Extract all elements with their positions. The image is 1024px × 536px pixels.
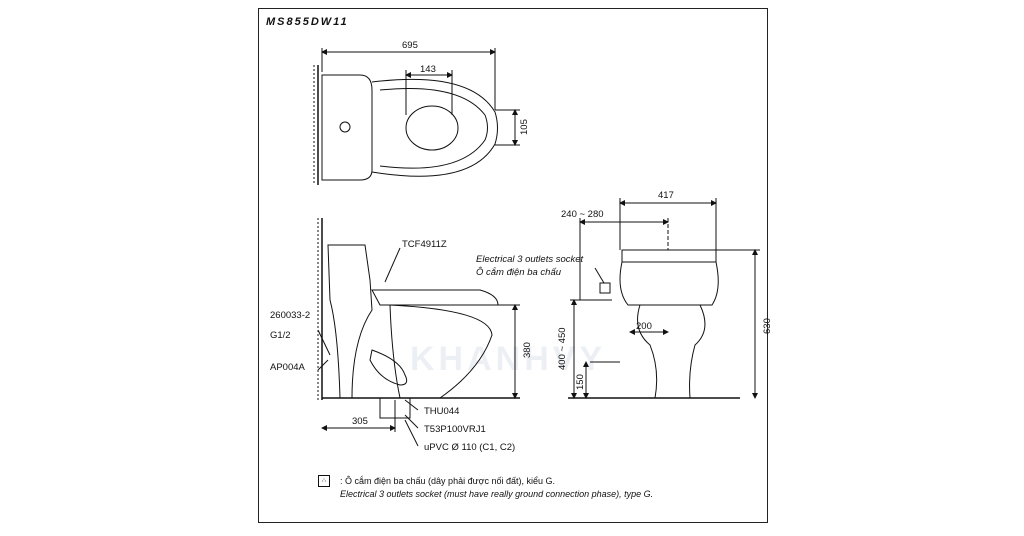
dim-offset: 105 [519, 119, 530, 135]
model-number: MS855DW11 [266, 16, 349, 28]
dim-height: 380 [522, 342, 533, 358]
socket-label-vi: Ô cắm điện ba chấu [476, 267, 562, 278]
front-view [568, 198, 760, 399]
footnote-vi: : Ô cắm điện ba chấu (dây phải được nối … [340, 476, 556, 486]
dim-socket-height: 400 ~ 450 [557, 327, 568, 370]
drawing-frame [258, 8, 768, 523]
watermark: KHANHVY [410, 340, 607, 378]
top-view [313, 48, 520, 185]
dim-socket-offset: 240 ~ 280 [561, 209, 604, 220]
socket-symbol-icon: ∴ [318, 475, 330, 487]
thread-label: G1/2 [270, 330, 291, 341]
side-view [317, 218, 520, 447]
footnote: : Ô cắm điện ba chấu (dây phải được nối … [340, 475, 653, 501]
dim-width: 417 [658, 190, 674, 201]
valve-part-label: 260033-2 [270, 310, 310, 321]
dim-total-height: 630 [762, 318, 773, 334]
drain-label: T53P100VRJ1 [424, 424, 486, 435]
dim-seat-width: 143 [420, 64, 436, 75]
dim-rough-in: 305 [352, 416, 368, 427]
flange-label: THU044 [424, 406, 459, 417]
dim-water-offset: 200 [636, 321, 652, 332]
socket-label-en: Electrical 3 outlets socket [476, 254, 584, 265]
dim-water-height: 150 [575, 374, 586, 390]
hose-label: AP004A [270, 362, 306, 373]
seat-model-label: TCF4911Z [402, 239, 447, 250]
footnote-en: Electrical 3 outlets socket (must have r… [340, 489, 654, 499]
pipe-label: uPVC Ø 110 (C1, C2) [424, 442, 515, 453]
dim-length: 695 [402, 40, 418, 51]
